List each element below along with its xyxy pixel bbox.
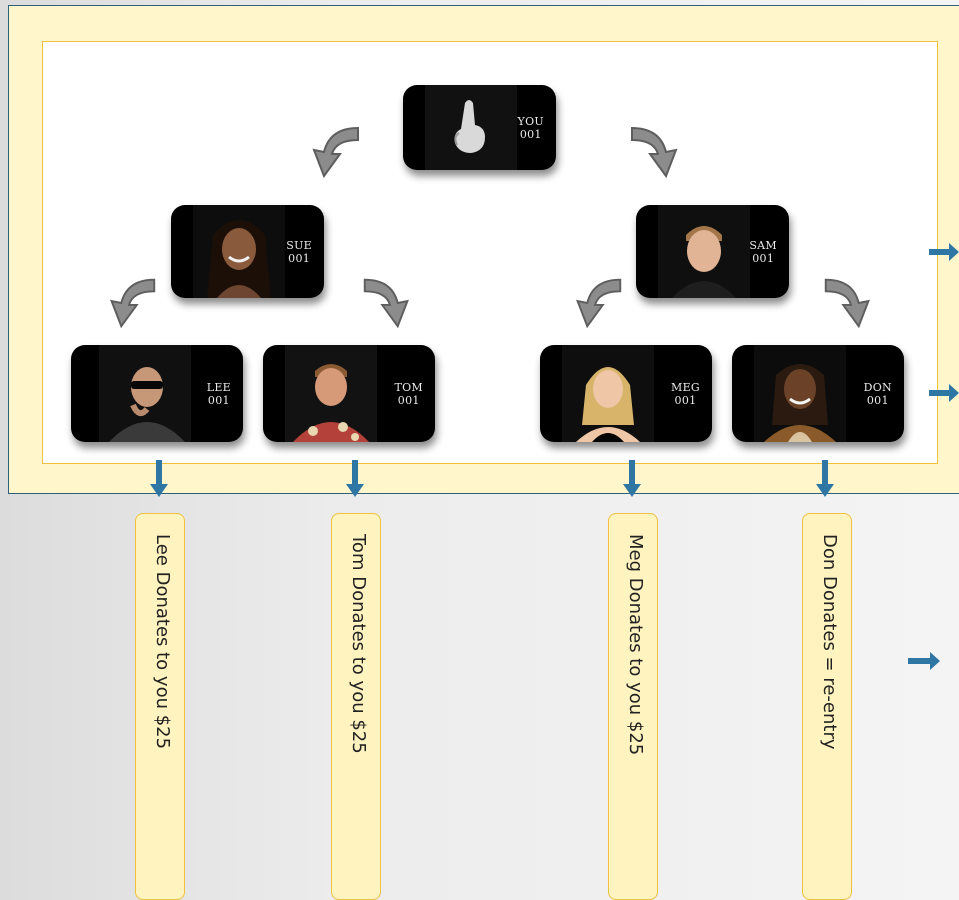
node-code: 001 <box>749 252 777 265</box>
person-photo-don <box>754 345 846 442</box>
node-name: MEG <box>671 381 700 394</box>
arrow-down-icon <box>815 460 835 498</box>
node-name: LEE <box>207 381 231 394</box>
caption-don: Don Donates = re-entry <box>802 513 852 900</box>
node-name: DON <box>864 381 892 394</box>
node-label: MEG 001 <box>671 381 700 407</box>
arrow-down-icon <box>345 460 365 498</box>
node-sam: SAM 001 <box>636 205 789 298</box>
node-code: 001 <box>671 394 700 407</box>
thumbs-up-icon <box>425 85 517 170</box>
node-label: YOU 001 <box>518 115 544 141</box>
node-name: SUE <box>286 239 312 252</box>
person-photo-lee <box>99 345 191 442</box>
node-lee: LEE 001 <box>71 345 243 442</box>
node-name: SAM <box>749 239 777 252</box>
curved-arrow-icon <box>624 118 690 184</box>
caption-text: Don Donates = re-entry <box>819 534 840 750</box>
node-don: DON 001 <box>732 345 904 442</box>
curved-arrow-icon <box>98 270 162 334</box>
node-sue: SUE 001 <box>171 205 324 298</box>
node-code: 001 <box>207 394 231 407</box>
caption-lee: Lee Donates to you $25 <box>135 513 185 900</box>
node-code: 001 <box>518 128 544 141</box>
caption-tom: Tom Donates to you $25 <box>331 513 381 900</box>
person-photo-tom <box>285 345 377 442</box>
arrow-down-icon <box>149 460 169 498</box>
node-code: 001 <box>864 394 892 407</box>
node-label: SUE 001 <box>286 239 312 265</box>
node-code: 001 <box>286 252 312 265</box>
curved-arrow-icon <box>818 270 882 334</box>
person-photo-meg <box>562 345 654 442</box>
node-code: 001 <box>394 394 423 407</box>
node-label: SAM 001 <box>749 239 777 265</box>
arrow-right-icon <box>908 651 940 671</box>
node-tom: TOM 001 <box>263 345 435 442</box>
node-name: YOU <box>518 115 544 128</box>
arrow-right-icon <box>929 242 959 262</box>
node-name: TOM <box>394 381 423 394</box>
node-label: TOM 001 <box>394 381 423 407</box>
node-you: YOU 001 <box>403 85 556 170</box>
node-meg: MEG 001 <box>540 345 712 442</box>
curved-arrow-icon <box>564 270 628 334</box>
caption-meg: Meg Donates to you $25 <box>608 513 658 900</box>
person-photo-sue <box>193 205 285 298</box>
arrow-right-icon <box>929 383 959 403</box>
caption-text: Tom Donates to you $25 <box>348 534 369 754</box>
curved-arrow-icon <box>300 118 366 184</box>
node-label: LEE 001 <box>207 381 231 407</box>
curved-arrow-icon <box>357 270 421 334</box>
node-label: DON 001 <box>864 381 892 407</box>
arrow-down-icon <box>622 460 642 498</box>
caption-text: Meg Donates to you $25 <box>625 534 646 755</box>
caption-text: Lee Donates to you $25 <box>152 534 173 749</box>
person-photo-sam <box>658 205 750 298</box>
